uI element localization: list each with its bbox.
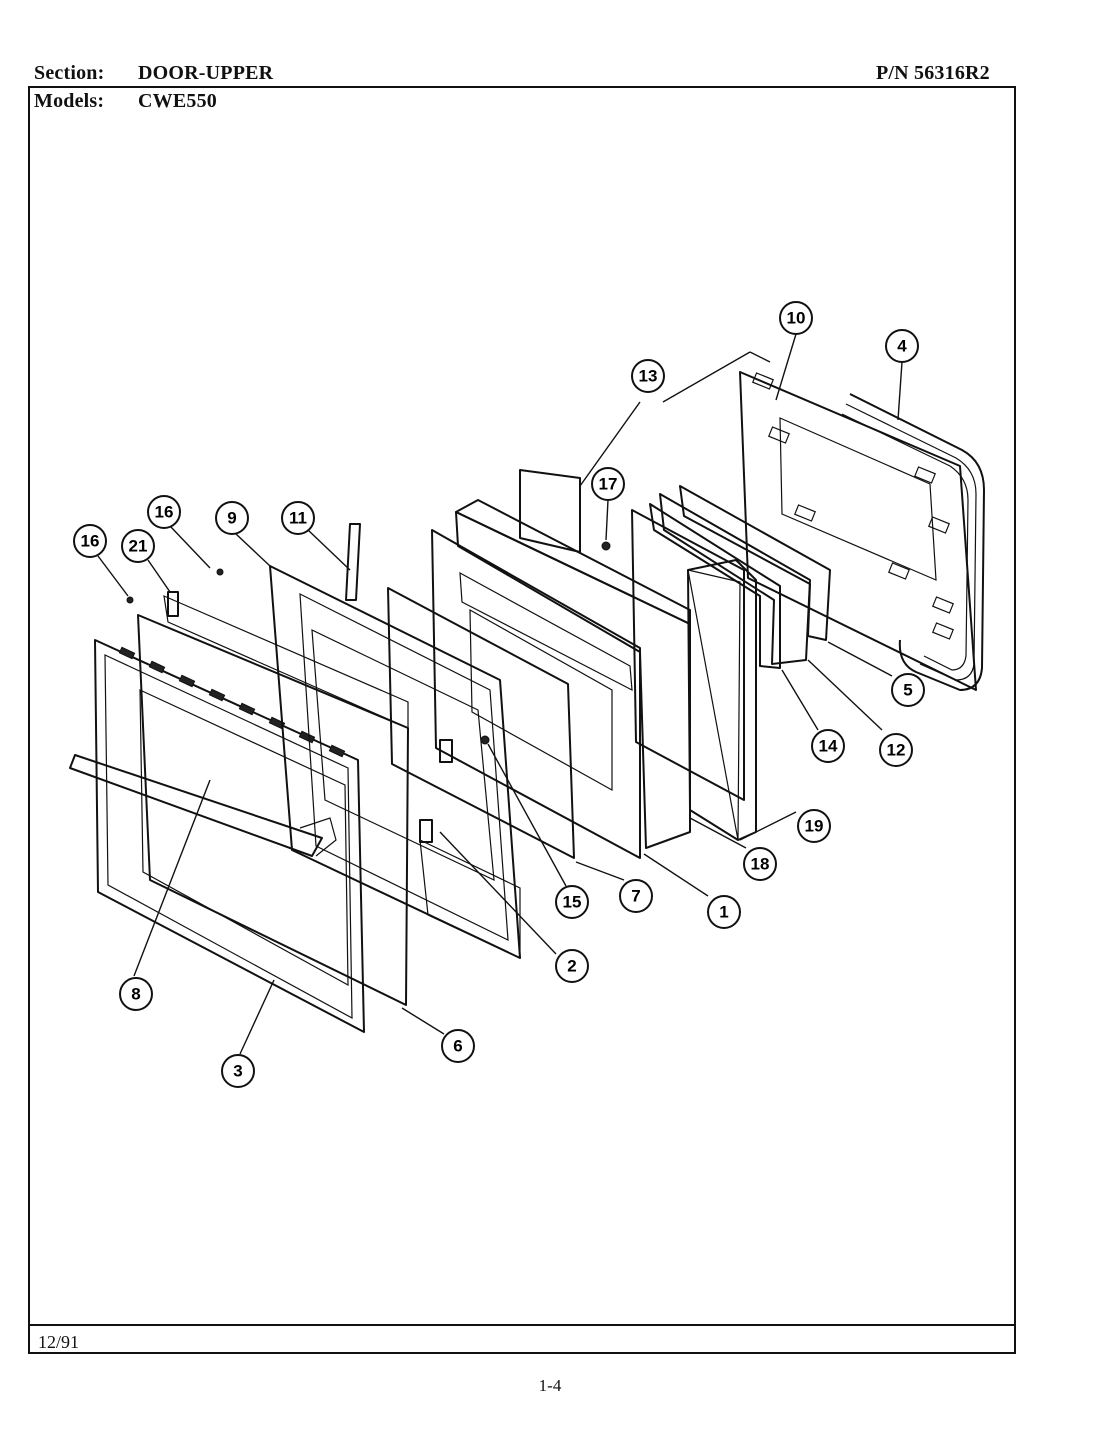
callout-9: 9: [215, 501, 249, 535]
callout-18: 18: [743, 847, 777, 881]
part-seal: [659, 493, 811, 665]
svg-text:16: 16: [155, 503, 174, 522]
callout-12: 12: [879, 733, 913, 767]
svg-text:1: 1: [719, 903, 728, 922]
callout-17: 17: [591, 467, 625, 501]
callout-4: 4: [885, 329, 919, 363]
svg-text:5: 5: [903, 681, 912, 700]
models-label: Models:: [34, 90, 105, 112]
revision-date: 12/91: [38, 1332, 80, 1352]
part-handle: [69, 754, 337, 857]
svg-text:7: 7: [631, 887, 640, 906]
leader-lines: [97, 333, 903, 1055]
models-value: CWE550: [138, 90, 217, 112]
section-label: Section:: [34, 62, 105, 84]
part-door-back: [739, 371, 977, 691]
callout-21: 21: [121, 529, 155, 563]
callout-6: 6: [441, 1029, 475, 1063]
svg-text:16: 16: [81, 532, 100, 551]
svg-text:3: 3: [233, 1062, 242, 1081]
callout-13: 13: [631, 359, 665, 393]
callout-16a: 16: [147, 495, 181, 529]
svg-text:14: 14: [819, 737, 838, 756]
footer-divider: [28, 1324, 1016, 1326]
svg-text:2: 2: [567, 957, 576, 976]
part-number: P/N 56316R2: [876, 62, 990, 84]
svg-text:21: 21: [129, 537, 148, 556]
part-door-seal: [841, 393, 985, 691]
page-number: 1-4: [538, 1376, 562, 1395]
svg-text:8: 8: [131, 985, 140, 1004]
svg-text:13: 13: [639, 367, 658, 386]
part-window-glass: [387, 587, 575, 859]
part-insulation-block: [687, 559, 757, 841]
nut-icon: [601, 541, 611, 551]
diagram-frame: [28, 86, 1016, 1354]
svg-text:6: 6: [453, 1037, 462, 1056]
callout-11: 11: [281, 501, 315, 535]
part-inner-frame: [269, 565, 521, 959]
callout-5: 5: [891, 673, 925, 707]
svg-text:15: 15: [563, 893, 582, 912]
callout-8: 8: [119, 977, 153, 1011]
part-gasket-frame: [649, 503, 781, 669]
part-glass-panel: [137, 595, 409, 1006]
part-gasket: [679, 485, 831, 641]
svg-text:9: 9: [227, 509, 236, 528]
part-outer-frame: [94, 639, 365, 1033]
section-value: DOOR-UPPER: [138, 62, 274, 84]
svg-text:10: 10: [787, 309, 806, 328]
svg-text:17: 17: [599, 475, 618, 494]
part-hinge-strip: [345, 523, 361, 601]
callout-3: 3: [221, 1054, 255, 1088]
screw-icon: [216, 568, 224, 576]
part-insulation: [631, 509, 745, 801]
svg-text:18: 18: [751, 855, 770, 874]
callout-15: 15: [555, 885, 589, 919]
part-inner-panel: [431, 529, 641, 859]
callout-1: 1: [707, 895, 741, 929]
callout-7: 7: [619, 879, 653, 913]
svg-text:19: 19: [805, 817, 824, 836]
screw-icon: [126, 596, 134, 604]
part-door-liner: [455, 469, 691, 849]
part-bracket: [167, 591, 179, 617]
screw-icon: [480, 735, 490, 745]
callout-16b: 16: [73, 524, 107, 558]
callout-10: 10: [779, 301, 813, 335]
svg-text:12: 12: [887, 741, 906, 760]
svg-text:11: 11: [289, 509, 307, 528]
part-clip: [419, 819, 433, 843]
svg-text:4: 4: [897, 337, 907, 356]
callout-19: 19: [797, 809, 831, 843]
callout-2: 2: [555, 949, 589, 983]
callout-14: 14: [811, 729, 845, 763]
